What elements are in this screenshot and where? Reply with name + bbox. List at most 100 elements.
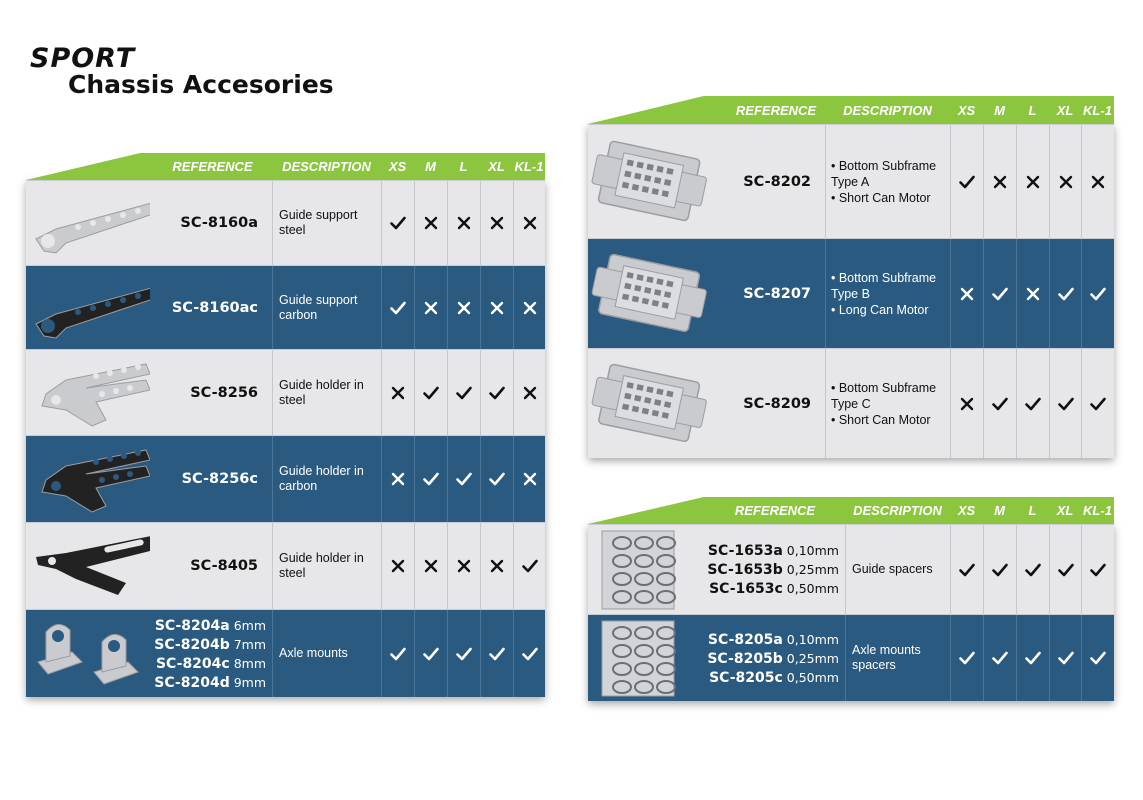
description-line: Guide support bbox=[279, 208, 358, 222]
description-line: spacers bbox=[852, 658, 896, 672]
header-size-xs: XS bbox=[957, 102, 976, 118]
guide-spacers-icon bbox=[588, 525, 700, 614]
cross-icon bbox=[447, 266, 480, 349]
cross-icon bbox=[513, 266, 545, 349]
description-line: carbon bbox=[279, 307, 318, 322]
brand-sport: SPORT bbox=[30, 43, 136, 74]
subframe-a-icon bbox=[588, 125, 715, 238]
header-size-kl-1: KL-1 bbox=[514, 159, 544, 174]
header-reference: REFERENCE bbox=[172, 159, 253, 174]
reference-line: SC-8205b 0,25mm bbox=[707, 649, 839, 668]
reference-code: SC-1653c bbox=[709, 581, 783, 597]
reference-line: SC-1653c 0,50mm bbox=[709, 579, 839, 598]
check-icon bbox=[1049, 615, 1081, 701]
reference-size: 0,10mm bbox=[782, 631, 839, 647]
check-icon bbox=[381, 181, 414, 265]
axle-mounts-icon bbox=[26, 610, 150, 697]
header-size-l: L bbox=[1028, 503, 1037, 518]
page-title: Chassis Accesories bbox=[68, 70, 334, 99]
product-reference: SC-8160ac bbox=[150, 266, 272, 349]
header-size-l: L bbox=[1028, 102, 1037, 118]
reference-size: 0,25mm bbox=[782, 650, 839, 666]
cross-icon bbox=[447, 523, 480, 609]
reference-size: 6mm bbox=[229, 617, 266, 633]
product-reference: SC-8405 bbox=[150, 523, 272, 609]
check-icon bbox=[950, 125, 983, 238]
description-line: steel bbox=[279, 392, 306, 407]
header-size-xl: XL bbox=[488, 159, 505, 174]
header-description: DESCRIPTION bbox=[282, 159, 371, 174]
reference-line: SC-8205a 0,10mm bbox=[708, 630, 839, 649]
check-icon bbox=[983, 525, 1016, 614]
cross-icon bbox=[1016, 239, 1049, 348]
reference-size: 0,50mm bbox=[782, 669, 839, 685]
description-line: Guide holder in bbox=[279, 551, 364, 565]
cross-icon bbox=[950, 239, 983, 348]
reference-line: SC-8205c 0,50mm bbox=[709, 668, 839, 687]
cross-icon bbox=[513, 436, 545, 522]
carbon-guide-holder-icon bbox=[26, 436, 150, 522]
reference-code: SC-8205a bbox=[707, 631, 783, 648]
cross-icon bbox=[381, 350, 414, 435]
cross-icon bbox=[414, 181, 447, 265]
check-icon bbox=[950, 615, 983, 701]
reference-code: SC-1653b bbox=[707, 562, 783, 578]
axle-spacers-icon bbox=[588, 615, 700, 701]
steel-guide-holder-icon bbox=[26, 350, 150, 435]
guide-holder-long-icon bbox=[26, 523, 150, 609]
reference-size: 8mm bbox=[229, 655, 266, 671]
cross-icon bbox=[950, 349, 983, 458]
product-reference: SC-8209 bbox=[715, 349, 825, 458]
cross-icon bbox=[447, 181, 480, 265]
reference-code: SC-8205b bbox=[707, 650, 783, 667]
reference-code: SC-8204c bbox=[155, 655, 230, 672]
cross-icon bbox=[414, 266, 447, 349]
check-icon bbox=[1016, 349, 1049, 458]
reference-code: SC-8256 bbox=[190, 384, 258, 401]
reference-code: SC-8202 bbox=[743, 173, 811, 190]
reference-line: SC-8204b 7mm bbox=[154, 635, 266, 654]
description-line: Guide spacers bbox=[852, 562, 933, 576]
cross-icon bbox=[480, 181, 513, 265]
description-line: Type A bbox=[831, 174, 870, 189]
check-icon bbox=[513, 523, 545, 609]
check-icon bbox=[480, 610, 513, 697]
reference-size: 9mm bbox=[229, 674, 266, 690]
reference-code: SC-8207 bbox=[743, 285, 811, 302]
header-size-xl: XL bbox=[1056, 102, 1074, 118]
cross-icon bbox=[381, 523, 414, 609]
description-line: Guide support bbox=[279, 292, 358, 307]
reference-line: SC-1653a 0,10mm bbox=[708, 541, 839, 560]
header-size-xs: XS bbox=[388, 159, 407, 174]
cross-icon bbox=[480, 523, 513, 609]
cross-icon bbox=[1016, 125, 1049, 238]
header-size-xs: XS bbox=[957, 503, 976, 518]
product-description: Guide spacers bbox=[845, 525, 950, 614]
check-icon bbox=[1049, 239, 1081, 348]
reference-code: SC-8204a bbox=[154, 617, 230, 634]
check-icon bbox=[414, 350, 447, 435]
reference-code: SC-8256c bbox=[181, 471, 258, 487]
reference-code: SC-8160a bbox=[180, 215, 258, 231]
description-line: Axle mounts bbox=[852, 643, 921, 657]
description-line: • Short Can Motor bbox=[831, 190, 931, 205]
check-icon bbox=[381, 610, 414, 697]
reference-line: SC-8204d 9mm bbox=[154, 673, 266, 692]
cross-icon bbox=[1049, 125, 1081, 238]
header-size-l: L bbox=[459, 159, 468, 174]
